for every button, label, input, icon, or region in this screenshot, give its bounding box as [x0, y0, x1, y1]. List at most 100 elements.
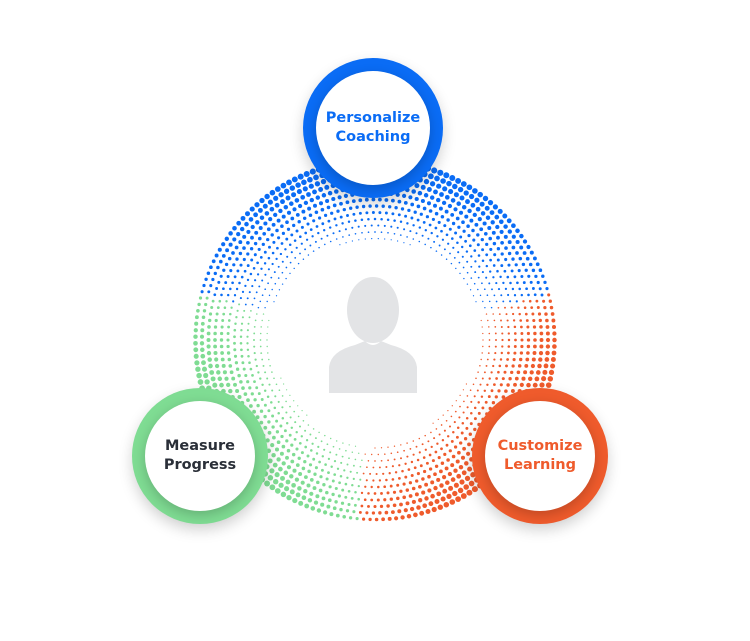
halftone-dot — [219, 344, 224, 349]
halftone-dot — [495, 224, 500, 230]
halftone-dot — [469, 422, 473, 426]
halftone-dot — [332, 445, 335, 448]
halftone-dot — [228, 388, 233, 394]
halftone-dot — [493, 319, 496, 322]
halftone-dot — [316, 480, 320, 485]
halftone-dot — [545, 344, 551, 349]
halftone-dot — [324, 434, 326, 437]
halftone-dot — [242, 246, 246, 250]
halftone-dot — [518, 312, 521, 316]
halftone-dot — [488, 345, 491, 348]
halftone-dot — [300, 242, 303, 245]
halftone-dot — [220, 293, 223, 297]
halftone-dot — [451, 237, 454, 240]
halftone-dot — [513, 275, 517, 279]
halftone-dot — [387, 446, 389, 448]
halftone-dot — [205, 296, 209, 300]
halftone-dot — [343, 193, 348, 198]
halftone-dot — [309, 478, 314, 482]
halftone-dot — [531, 357, 536, 362]
halftone-dot — [384, 238, 386, 240]
halftone-dot — [437, 220, 441, 224]
halftone-dot — [393, 219, 396, 222]
halftone-dot — [262, 313, 265, 315]
halftone-dot — [462, 389, 465, 391]
halftone-dot — [520, 338, 524, 342]
halftone-dot — [223, 306, 227, 309]
halftone-dot — [513, 325, 517, 329]
halftone-dot — [466, 406, 469, 409]
halftone-dot — [267, 458, 273, 464]
halftone-dot — [396, 240, 399, 242]
halftone-dot — [317, 445, 320, 448]
halftone-dot — [440, 424, 443, 426]
halftone-dot — [547, 293, 551, 297]
halftone-dot — [309, 197, 314, 203]
halftone-dot — [236, 220, 242, 226]
halftone-dot — [213, 338, 217, 342]
halftone-dot — [500, 240, 504, 245]
halftone-dot — [406, 222, 409, 225]
halftone-dot — [281, 271, 284, 274]
halftone-dot — [281, 444, 286, 449]
halftone-dot — [475, 377, 477, 380]
halftone-dot — [259, 215, 265, 220]
halftone-dot — [259, 197, 265, 204]
halftone-dot — [457, 186, 464, 193]
halftone-dot — [327, 457, 331, 461]
halftone-dot — [297, 405, 299, 407]
halftone-dot — [487, 319, 489, 322]
halftone-dot — [470, 411, 473, 415]
halftone-dot — [199, 334, 205, 339]
halftone-dot — [427, 237, 430, 240]
halftone-dot — [271, 452, 276, 458]
halftone-dot — [423, 193, 429, 198]
halftone-dot — [462, 446, 466, 451]
halftone-dot — [295, 213, 300, 217]
halftone-dot — [281, 461, 286, 466]
halftone-dot — [259, 377, 262, 380]
halftone-dot — [440, 496, 446, 502]
halftone-dot — [414, 196, 419, 202]
halftone-dot — [361, 459, 363, 462]
halftone-dot — [285, 277, 287, 280]
halftone-dot — [345, 509, 350, 513]
halftone-dot — [255, 386, 259, 390]
halftone-dot — [502, 300, 505, 303]
halftone-dot — [503, 269, 507, 273]
halftone-dot — [415, 232, 418, 235]
halftone-dot — [443, 501, 450, 508]
halftone-dot — [463, 190, 469, 196]
halftone-dot — [404, 475, 408, 479]
halftone-dot — [422, 503, 428, 509]
halftone-dot — [407, 208, 411, 213]
halftone-dot — [410, 216, 414, 220]
halftone-dot — [338, 230, 341, 233]
halftone-dot — [490, 389, 494, 393]
halftone-dot — [212, 382, 218, 388]
halftone-dot — [259, 345, 262, 348]
halftone-dot — [400, 207, 405, 211]
halftone-dot — [477, 254, 481, 257]
halftone-dot — [422, 469, 427, 474]
halftone-dot — [512, 358, 516, 362]
halftone-dot — [426, 201, 432, 206]
halftone-dot — [286, 448, 291, 453]
halftone-dot — [495, 377, 498, 380]
halftone-dot — [253, 332, 256, 335]
halftone-dot — [448, 189, 454, 195]
halftone-dot — [276, 457, 281, 462]
halftone-dot — [241, 316, 244, 319]
halftone-dot — [291, 482, 296, 488]
halftone-dot — [445, 480, 450, 485]
halftone-dot — [538, 287, 542, 291]
halftone-dot — [315, 195, 321, 200]
halftone-dot — [290, 443, 294, 447]
halftone-dot — [251, 303, 254, 306]
halftone-dot — [274, 202, 280, 208]
halftone-dot — [323, 213, 328, 218]
halftone-dot — [226, 338, 230, 342]
halftone-dot — [242, 234, 247, 239]
halftone-dot — [455, 400, 457, 402]
halftone-dot — [246, 398, 250, 402]
